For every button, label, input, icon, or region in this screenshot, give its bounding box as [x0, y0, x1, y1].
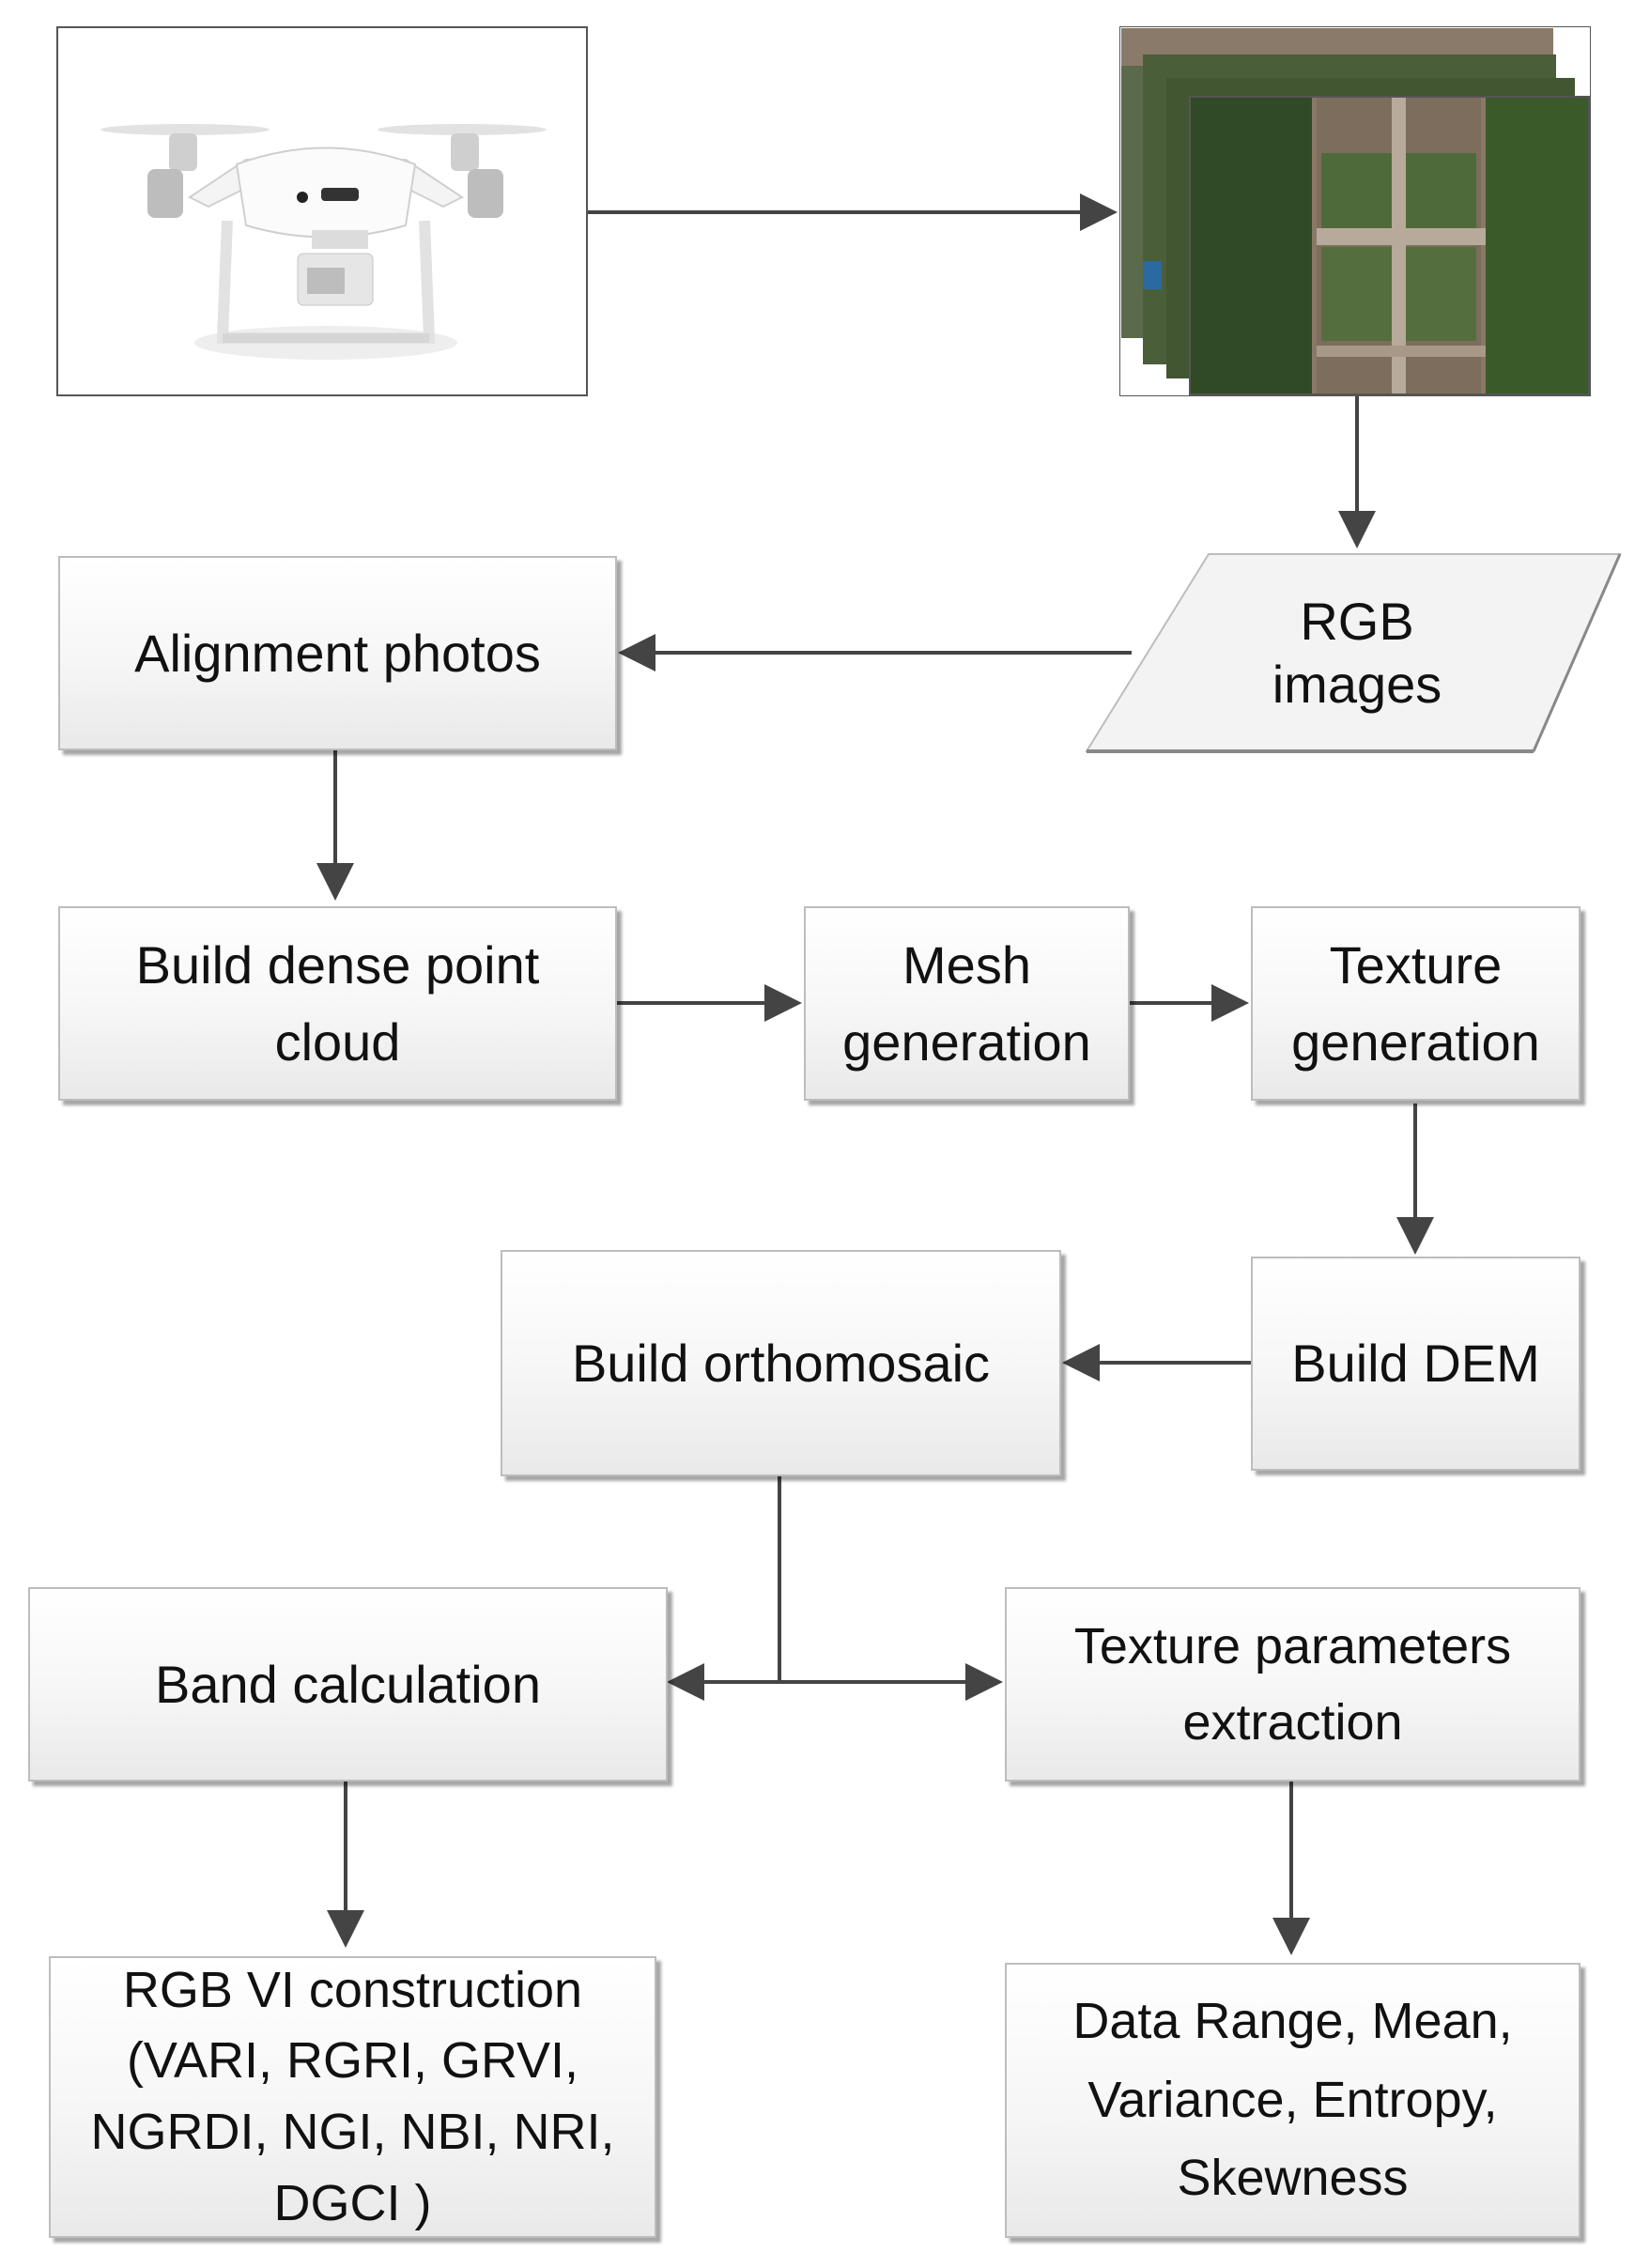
rgb-images-label: RGB images	[1164, 563, 1550, 742]
band-calculation-box: Band calculation	[28, 1587, 668, 1782]
rgb-vi-line-2: (VARI, RGRI, GRVI,	[126, 2032, 579, 2090]
stats-line-3: Skewness	[1177, 2150, 1409, 2207]
texture-stats-box: Data Range, Mean, Variance, Entropy, Ske…	[1005, 1963, 1581, 2238]
alignment-photos-label: Alignment photos	[134, 623, 541, 683]
mesh-line-2: generation	[842, 1011, 1091, 1072]
rgb-images-line-2: images	[1272, 655, 1442, 714]
band-calc-label: Band calculation	[155, 1654, 541, 1714]
texture-gen-line-2: generation	[1291, 1011, 1540, 1072]
rgb-vi-line-1: RGB VI construction	[122, 1961, 583, 2018]
texture-params-line-1: Texture parameters	[1073, 1617, 1512, 1674]
aerial-field-images	[1118, 25, 1592, 397]
dem-label: Build DEM	[1291, 1334, 1540, 1394]
build-dem-box: Build DEM	[1251, 1257, 1581, 1471]
mesh-generation-box: Mesh generation	[804, 906, 1130, 1101]
dense-cloud-line-1: Build dense point	[135, 935, 540, 995]
texture-params-line-2: extraction	[1182, 1693, 1403, 1751]
drone-photo	[56, 26, 588, 396]
rgb-vi-line-4: DGCI )	[273, 2174, 432, 2231]
stats-line-1: Data Range, Mean,	[1072, 1992, 1513, 2049]
build-orthomosaic-box: Build orthomosaic	[501, 1250, 1061, 1476]
texture-generation-box: Texture generation	[1251, 906, 1581, 1101]
dense-point-cloud-box: Build dense point cloud	[58, 906, 617, 1101]
stats-line-2: Variance, Entropy,	[1087, 2071, 1498, 2128]
alignment-photos-box: Alignment photos	[58, 556, 617, 750]
rgb-images-line-1: RGB	[1300, 591, 1414, 651]
texture-parameters-box: Texture parameters extraction	[1005, 1587, 1581, 1782]
rgb-vi-construction-box: RGB VI construction (VARI, RGRI, GRVI, N…	[49, 1956, 656, 2238]
rgb-vi-line-3: NGRDI, NGI, NBI, NRI,	[90, 2104, 615, 2160]
mesh-line-1: Mesh	[902, 935, 1031, 995]
drone-icon	[58, 28, 586, 394]
dense-cloud-line-2: cloud	[274, 1011, 401, 1072]
texture-gen-line-1: Texture	[1329, 935, 1503, 995]
ortho-label: Build orthomosaic	[571, 1333, 991, 1393]
